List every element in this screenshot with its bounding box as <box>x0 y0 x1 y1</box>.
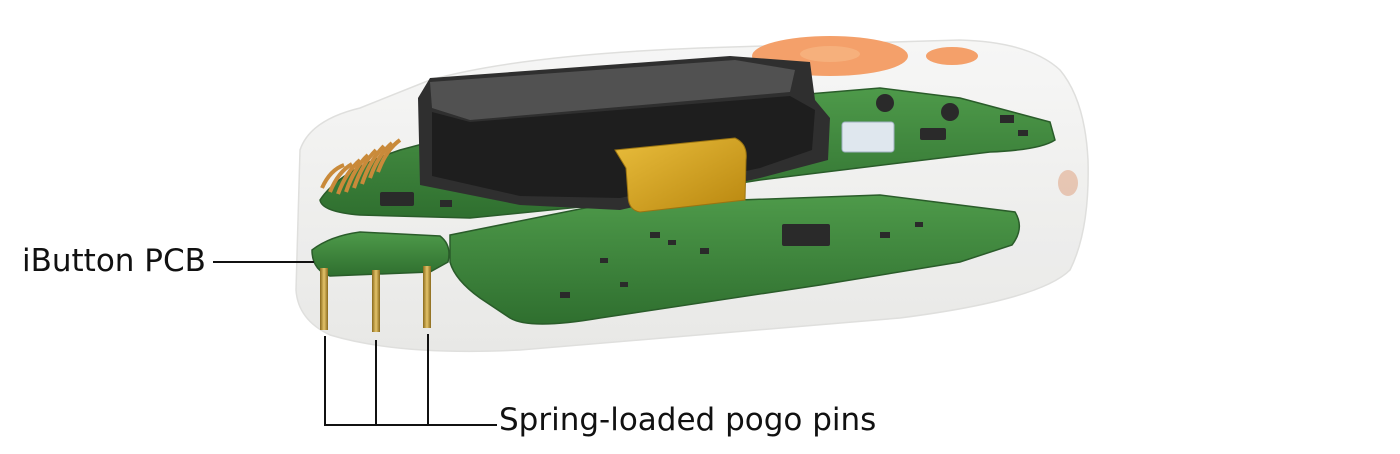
pogo-pin-2 <box>372 270 380 332</box>
antenna-coil <box>320 138 402 195</box>
upper-pcb-components <box>380 94 1028 207</box>
connector <box>841 121 895 153</box>
pogo-leader <box>324 336 497 426</box>
ibutton-pcb-label: iButton PCB <box>22 243 206 279</box>
pogo-pin-1 <box>320 268 328 330</box>
dpad-center <box>800 46 860 62</box>
pogo-pins-label: Spring-loaded pogo pins <box>499 402 877 438</box>
ibutton-pcb <box>311 231 450 277</box>
pogo-pins <box>320 266 431 332</box>
lower-pcb <box>449 194 1021 325</box>
lower-pcb-components <box>560 222 923 298</box>
lcd-screen <box>430 60 795 120</box>
shell-port <box>1058 170 1078 196</box>
callout-lines <box>213 261 497 426</box>
pogo-pin-3 <box>423 266 431 328</box>
flex-ribbon <box>614 137 747 213</box>
back-button <box>926 47 978 65</box>
